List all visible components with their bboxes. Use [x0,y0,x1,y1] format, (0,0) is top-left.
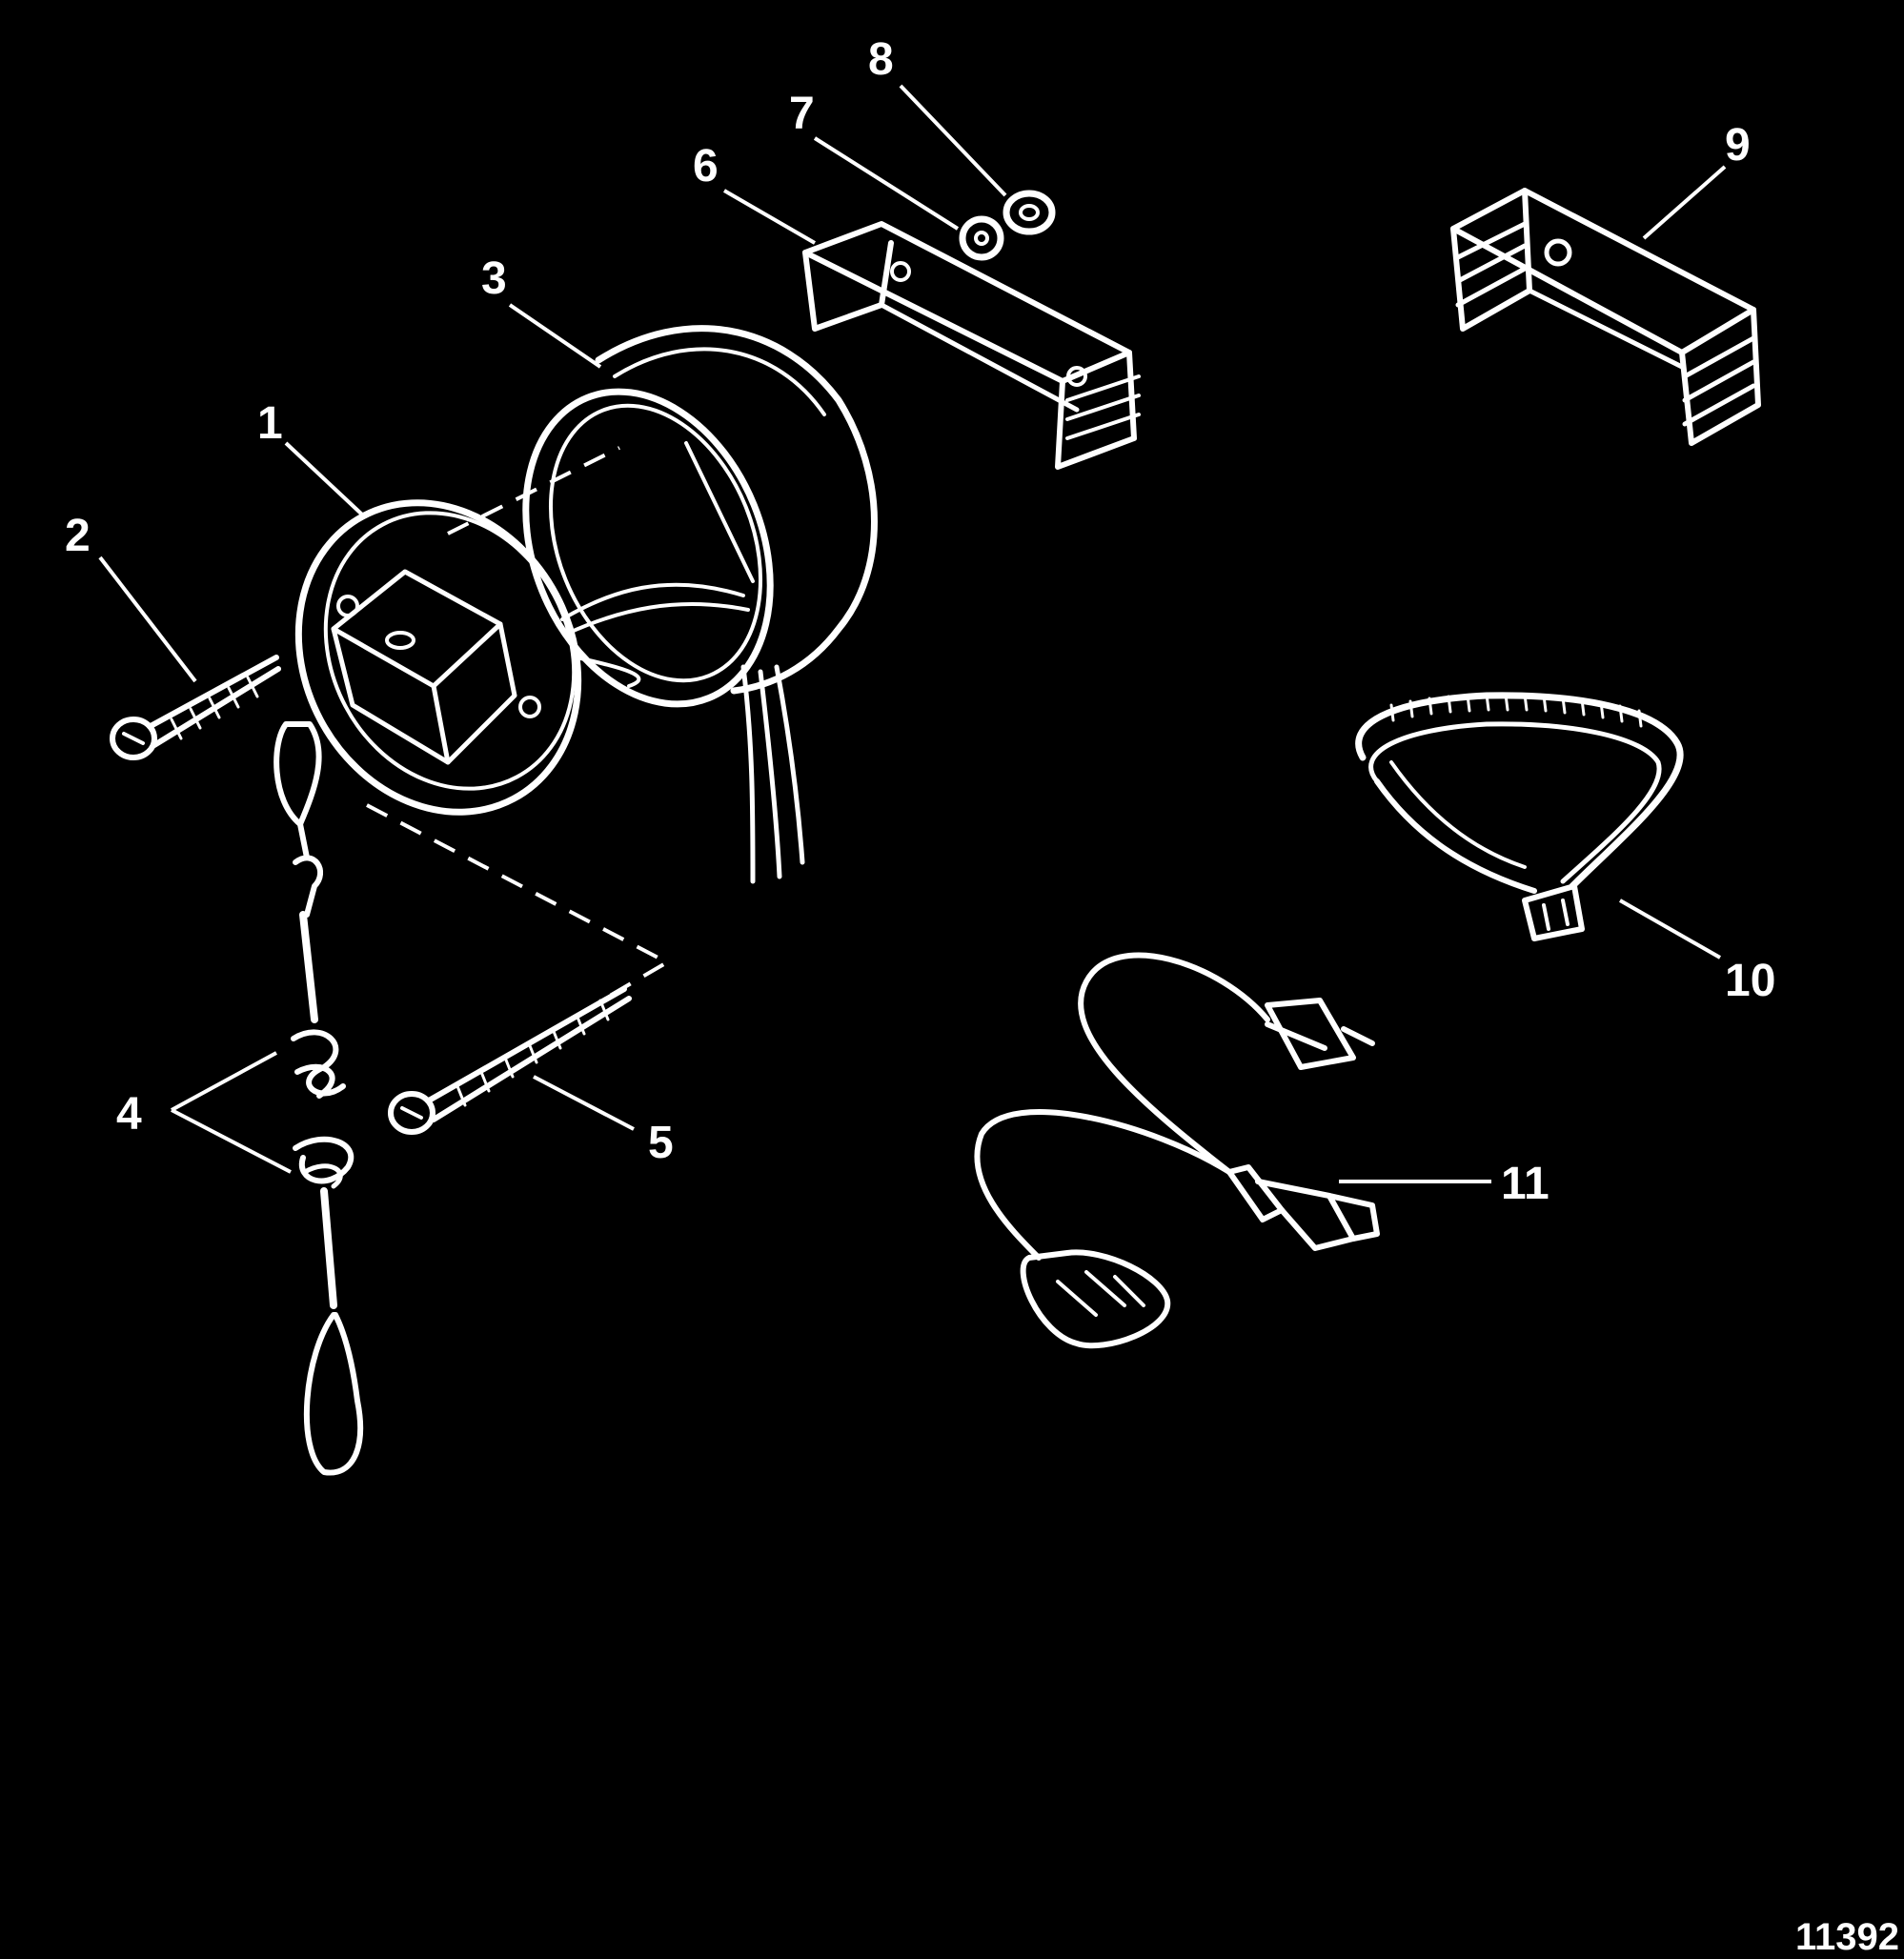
callout-11: 11 [1501,1159,1550,1209]
part-5-screw [388,986,632,1135]
part-7-washer [959,215,1004,261]
part-1-flange [294,499,750,816]
part-8-nut [1003,190,1056,235]
alignment-dashed-lines [366,446,672,998]
leader-lines [98,84,1727,1183]
callout-6: 6 [693,141,719,192]
callout-7: 7 [789,89,815,139]
part-6-bracket [802,221,1141,470]
callout-8: 8 [868,34,894,85]
part-4-lanyard [273,721,364,1476]
part-10-hose-clamp [1355,692,1684,941]
callout-1: 1 [257,398,283,449]
callout-5: 5 [648,1118,674,1168]
callout-9: 9 [1725,120,1751,171]
part-11-harness [974,952,1380,1349]
callout-4: 4 [116,1089,142,1140]
callout-2: 2 [65,511,91,561]
figure-number: 11392 [1795,1916,1899,1958]
part-9-bracket [1450,188,1761,446]
callout-10: 10 [1725,956,1775,1006]
callout-labels: 1 2 3 4 5 6 7 8 9 10 11 [65,34,1775,1209]
part-3-housing [522,325,878,884]
part-2-screw [110,655,281,760]
callout-3: 3 [481,253,507,304]
